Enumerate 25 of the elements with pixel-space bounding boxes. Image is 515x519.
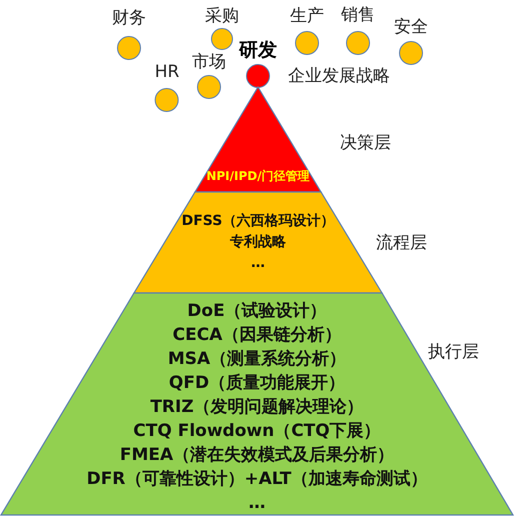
layer-text: NPI/IPD/门径管理 [206, 168, 310, 184]
strategy-label: 企业发展战略 [288, 65, 390, 87]
layer-text: QFD（质量功能展开） [168, 372, 346, 395]
circle-label: HR [154, 61, 180, 83]
layer-text: CECA（因果链分析） [172, 324, 342, 347]
circle-label: 市场 [192, 51, 226, 73]
layer-text: … [248, 492, 266, 515]
layer-text: FMEA（潜在失效模式及后果分析） [120, 444, 394, 467]
layer-text: CTQ Flowdown（CTQ下展） [133, 420, 381, 443]
circle-label: 销售 [341, 4, 375, 26]
layer-name: 流程层 [376, 232, 427, 254]
layer-text: … [251, 254, 265, 273]
circle-label: 研发 [239, 38, 277, 63]
layer-name: 决策层 [340, 132, 391, 154]
circle-label: 采购 [205, 5, 239, 27]
layer-text: MSA（测量系统分析） [168, 348, 346, 371]
layer-text: DoE（试验设计） [187, 300, 327, 323]
circle-label: 生产 [290, 5, 324, 27]
layer-text: DFSS（六西格玛设计） [182, 212, 334, 231]
circle-label: 财务 [112, 7, 146, 29]
layer-text: 专利战略 [230, 233, 286, 252]
layer-text: DFR（可靠性设计）+ALT（加速寿命测试） [86, 468, 428, 491]
layer-text: TRIZ（发明问题解决理论） [150, 396, 364, 419]
circle-label: 安全 [394, 16, 428, 38]
layer-name: 执行层 [428, 341, 479, 363]
